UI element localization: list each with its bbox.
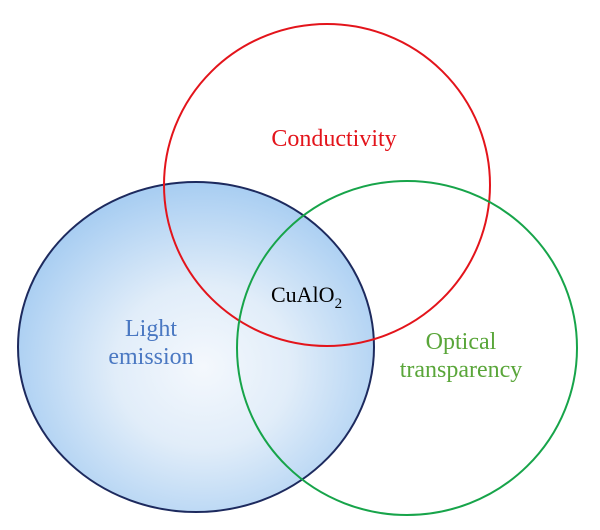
optical-transparency-circle xyxy=(236,180,578,516)
light-emission-label-line1: Light xyxy=(125,316,177,342)
conductivity-label: Conductivity xyxy=(271,126,396,152)
optical-transparency-label-line1: Optical xyxy=(426,329,497,355)
light-emission-label-line2: emission xyxy=(108,344,193,370)
light-emission-circle xyxy=(17,181,375,513)
center-compound-label: CuAlO2 xyxy=(271,282,342,312)
center-compound-subscript: 2 xyxy=(335,296,343,312)
center-compound-main: CuAlO xyxy=(271,282,335,307)
conductivity-circle xyxy=(163,23,491,347)
optical-transparency-label-line2: transparency xyxy=(400,357,523,383)
